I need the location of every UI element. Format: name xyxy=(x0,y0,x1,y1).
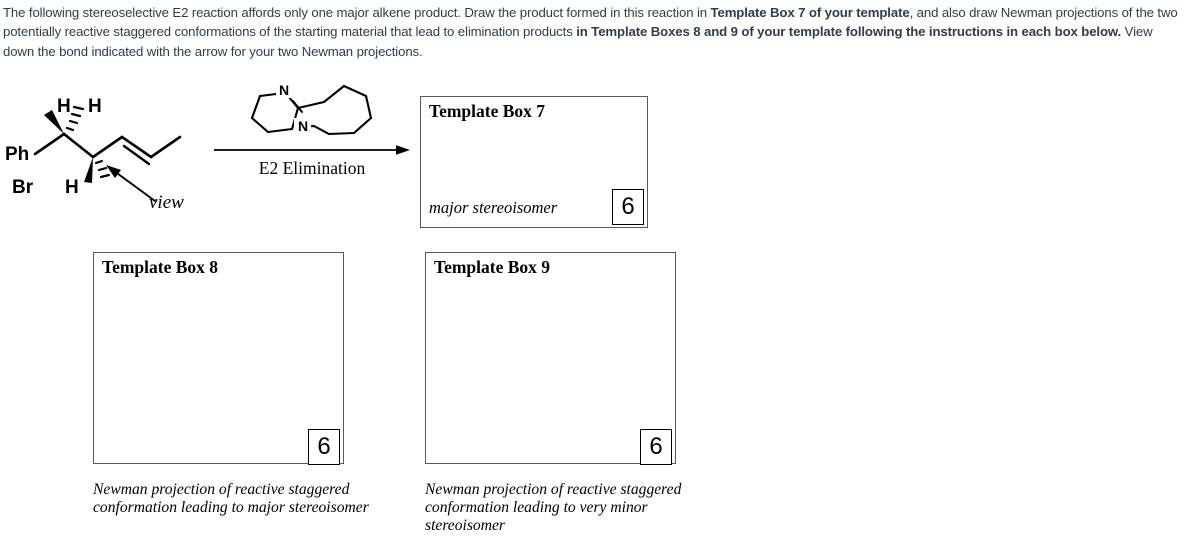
bond-cn-double-inner xyxy=(292,100,303,113)
template-box-8-title: Template Box 8 xyxy=(102,257,219,277)
instruction-segment-1: The following stereoselective E2 reactio… xyxy=(3,5,711,20)
starting-material-structure: Br Ph H H H view xyxy=(0,82,420,222)
template-box-9[interactable]: Template Box 9 xyxy=(425,252,676,464)
bond-c1-c2 xyxy=(62,132,95,159)
label-h-bottom-left: H xyxy=(57,96,71,117)
bond-c1-ph xyxy=(33,132,66,156)
label-br: Br xyxy=(12,177,34,198)
template-box-7-title: Template Box 7 xyxy=(429,101,546,121)
template-box-7[interactable]: Template Box 7 major stereoisomer xyxy=(420,96,648,228)
template-box-8-badge: 6 xyxy=(308,429,340,465)
template-box-9-badge: 6 xyxy=(640,429,672,465)
wedge-bond-h-bottom-left xyxy=(84,157,93,183)
template-box-8[interactable]: Template Box 8 xyxy=(93,252,344,464)
bond-c4-c5 xyxy=(149,135,182,159)
reaction-arrow-icon xyxy=(214,145,410,155)
n-bottom-mask xyxy=(294,118,311,134)
instruction-bold-template-boxes-8-9: in Template Boxes 8 and 9 of your templa… xyxy=(576,24,1122,40)
wedge-bond-br xyxy=(44,110,64,134)
label-nitrogen-bottom: N xyxy=(298,118,308,134)
label-h-top: H xyxy=(65,177,79,198)
starting-material-svg xyxy=(33,105,182,202)
reagent-svg: N N xyxy=(250,82,373,136)
bond-c3-c4-double-inner xyxy=(122,144,151,166)
n-top-mask xyxy=(276,82,293,98)
instruction-segment-3: , and also draw Newman projections of th… xyxy=(3,5,1178,40)
bond-c2-c3 xyxy=(91,135,124,159)
reaction-arrow-block: E2 Elimination xyxy=(212,142,412,188)
view-arrow xyxy=(106,165,156,202)
instruction-segment-5: View down the bond indicated with the ar… xyxy=(3,24,1153,59)
instruction-bold-template-box-7: Template Box 7 of your template xyxy=(710,5,910,20)
reagent-structure-dbu: N N xyxy=(232,80,402,142)
template-box-9-title: Template Box 9 xyxy=(434,257,551,277)
label-nitrogen-top: N xyxy=(279,82,289,98)
template-box-9-caption: Newman projection of reactive staggered … xyxy=(425,481,682,534)
label-h-bottom-right: H xyxy=(88,96,102,117)
label-ph: Ph xyxy=(5,144,30,165)
hash-bond-h-bottom-right xyxy=(94,159,111,179)
label-view: view xyxy=(149,192,184,213)
reaction-arrow-label: E2 Elimination xyxy=(258,158,366,178)
hash-bond-h-top xyxy=(65,105,85,132)
template-box-7-inline-caption: major stereoisomer xyxy=(429,198,558,217)
instruction-paragraph: The following stereoselective E2 reactio… xyxy=(3,3,1187,61)
template-box-8-caption: Newman projection of reactive staggered … xyxy=(93,481,369,516)
bond-c3-c4 xyxy=(120,135,153,159)
template-box-7-badge: 6 xyxy=(612,189,644,225)
